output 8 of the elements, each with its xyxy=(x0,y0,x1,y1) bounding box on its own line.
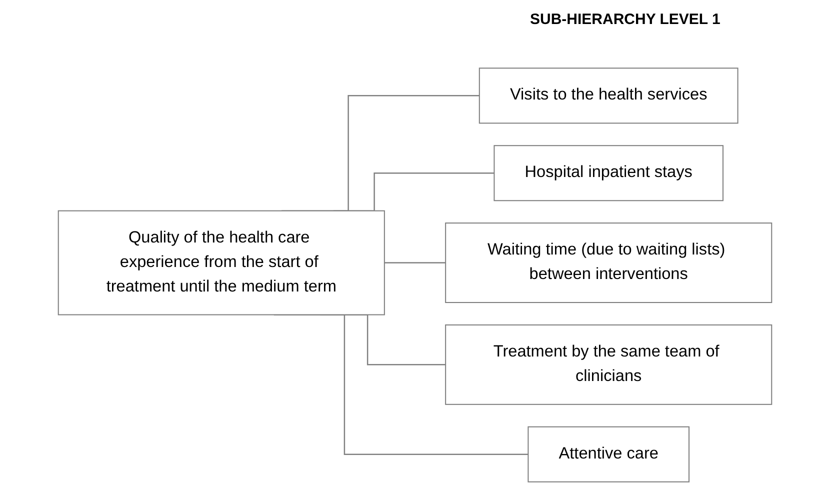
column-heading: SUB-HIERARCHY LEVEL 1 xyxy=(530,10,720,30)
node-box: Hospital inpatient stays xyxy=(494,145,724,202)
node-box: Visits to the health services xyxy=(478,68,738,124)
node-box: Quality of the health care experience from the start of treatment until the medium term xyxy=(58,210,385,316)
node-box: Attentive care xyxy=(528,426,690,482)
node-box: Waiting time (due to waiting lists) between interventions xyxy=(445,222,772,304)
connector xyxy=(384,262,446,264)
node-box: Treatment by the same team of clinicians xyxy=(445,324,772,405)
